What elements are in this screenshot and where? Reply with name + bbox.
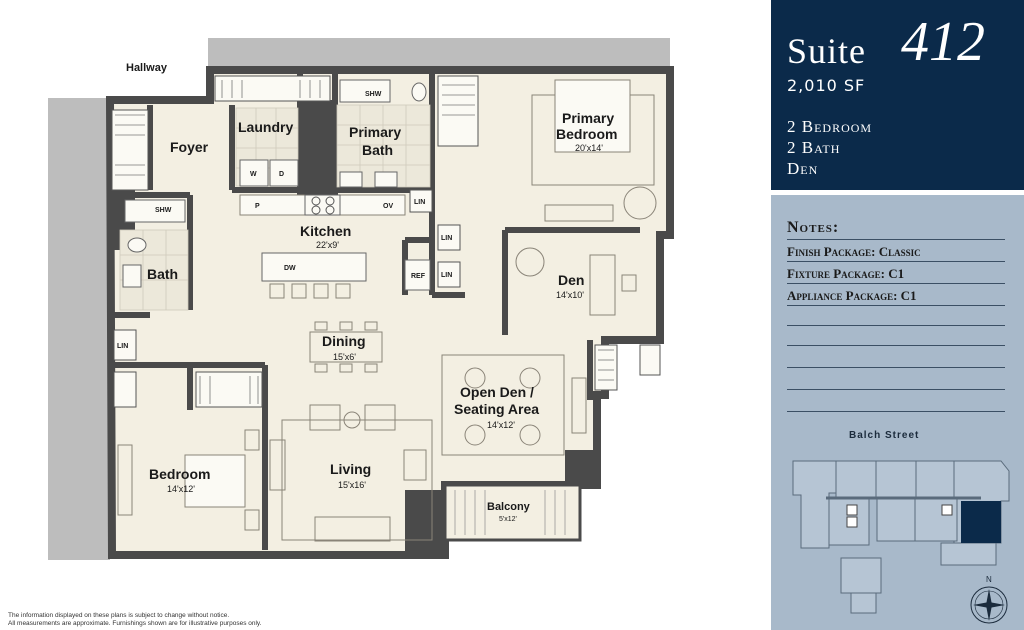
dim-balcony: 5'x12' [499, 516, 517, 523]
label-dining: Dining [322, 333, 366, 349]
dim-dining: 15'x6' [333, 352, 356, 362]
label-laundry: Laundry [238, 119, 293, 135]
suite-area: 2,010 SF [787, 76, 866, 95]
note-rule [787, 345, 1005, 346]
label-bedroom: Bedroom [149, 466, 210, 482]
dim-living: 15'x16' [338, 480, 366, 490]
north-label: N [986, 575, 992, 584]
living-rug [281, 419, 433, 541]
fixture-p: P [255, 203, 260, 210]
label-bath: Bath [147, 266, 178, 282]
note-rule [787, 325, 1005, 326]
label-primary-bath-1: Primary [349, 124, 401, 140]
disclaimer-line-1: The information displayed on these plans… [8, 612, 230, 619]
fixture-w: W [250, 171, 257, 178]
kitchen-island [261, 252, 367, 282]
suite-header-panel: Suite 412 2,010 SF 2 Bedroom 2 Bath Den [771, 0, 1024, 190]
fixture-lin-4: LIN [117, 343, 128, 350]
label-primary-bedroom-1: Primary [562, 110, 614, 126]
fixture-shw-primary: SHW [365, 91, 382, 98]
fixture-d: D [279, 171, 284, 178]
note-finish: Finish Package: Classic [787, 244, 921, 259]
exterior-wall-left [48, 98, 110, 560]
fixture-ov: OV [383, 203, 393, 210]
street-label: Balch Street [849, 430, 920, 441]
disclaimer-line-2: All measurements are approximate. Furnis… [8, 620, 262, 627]
notes-title: Notes: [787, 219, 840, 236]
dim-den: 14'x10' [556, 290, 584, 300]
disclaimer: The information displayed on these plans… [8, 612, 262, 628]
exterior-wall-top [208, 38, 670, 70]
spec-bedrooms: 2 Bedroom [787, 117, 873, 136]
spec-extra: Den [787, 159, 819, 178]
highlighted-unit [961, 501, 1001, 543]
label-hallway: Hallway [126, 62, 168, 74]
fixture-shw-bath: SHW [155, 207, 172, 214]
suite-word: Suite [787, 31, 867, 71]
note-rule [787, 389, 1005, 390]
label-kitchen: Kitchen [300, 223, 351, 239]
label-primary-bath-2: Bath [362, 142, 393, 158]
label-primary-bedroom-2: Bedroom [556, 126, 617, 142]
dim-primary-bedroom: 20'x14' [575, 143, 603, 153]
note-rule [787, 261, 1005, 262]
bedroom-bed [184, 454, 246, 508]
dim-open-den: 14'x12' [487, 420, 515, 430]
label-open-den-1: Open Den / [460, 384, 534, 400]
note-rule [787, 411, 1005, 412]
spec-baths: 2 Bath [787, 138, 841, 157]
fixture-lin-1: LIN [414, 199, 425, 206]
note-rule [787, 305, 1005, 306]
note-fixture: Fixture Package: C1 [787, 266, 905, 281]
fixture-lin-3: LIN [441, 272, 452, 279]
label-balcony: Balcony [487, 501, 531, 513]
label-foyer: Foyer [170, 139, 209, 155]
suite-number: 412 [901, 11, 985, 73]
interior-walls [110, 70, 640, 550]
notes-panel: Notes: Finish Package: Classic Fixture P… [771, 195, 1024, 630]
compass-icon [970, 586, 1008, 624]
label-living: Living [330, 461, 371, 477]
label-den: Den [558, 272, 584, 288]
note-rule [787, 283, 1005, 284]
note-rule [787, 239, 1005, 240]
fixture-lin-2: LIN [441, 235, 452, 242]
dim-kitchen: 22'x9' [316, 240, 339, 250]
balcony [443, 483, 582, 542]
floor-plan: Hallway Foyer Laundry Primary Bath Prima… [48, 38, 674, 560]
note-rule [787, 367, 1005, 368]
fixture-dw: DW [284, 265, 296, 272]
dim-bedroom: 14'x12' [167, 484, 195, 494]
open-den-rug [441, 354, 565, 456]
note-appliance: Appliance Package: C1 [787, 288, 917, 303]
key-plan: N [792, 460, 1010, 624]
label-open-den-2: Seating Area [454, 401, 539, 417]
dining-table [309, 331, 383, 363]
fixture-ref: REF [411, 273, 426, 280]
